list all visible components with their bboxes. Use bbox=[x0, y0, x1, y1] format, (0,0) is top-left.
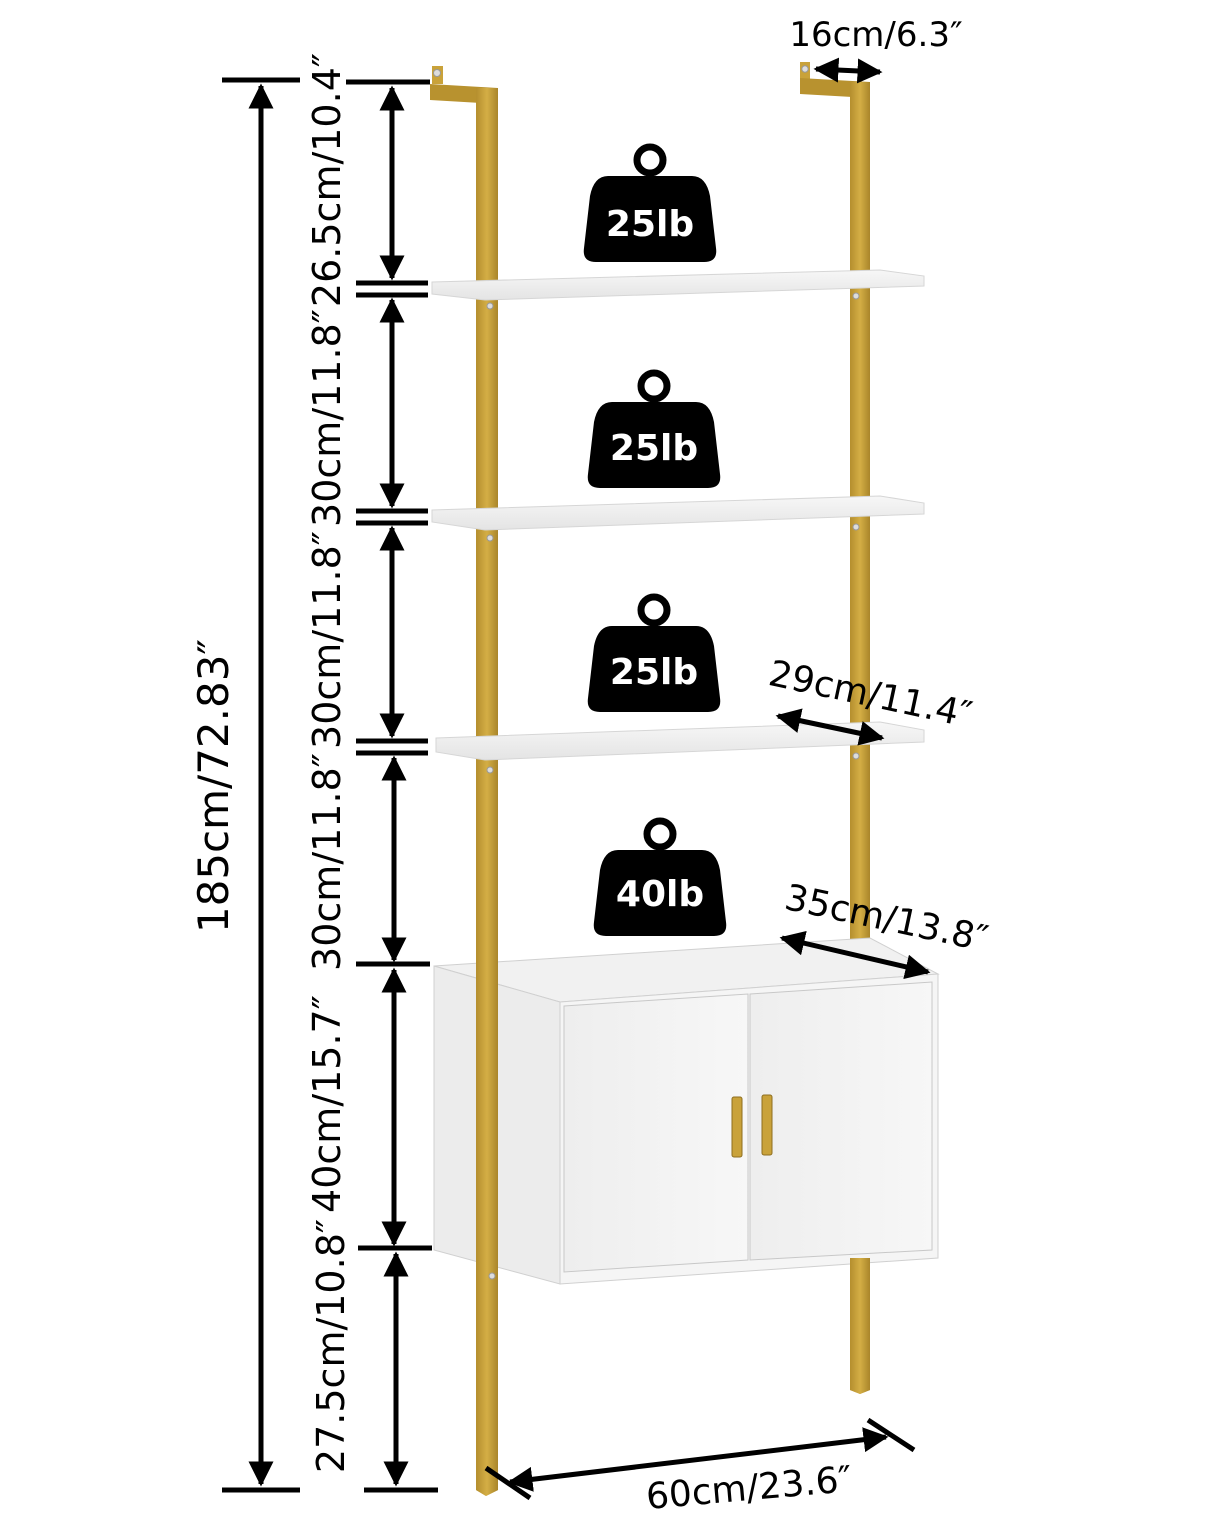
load-capacity-label: 40lb bbox=[616, 874, 704, 915]
weight-icon bbox=[637, 593, 671, 627]
bracket-depth-label: 16cm/6.3″ bbox=[789, 15, 962, 55]
weight-icon bbox=[643, 817, 677, 851]
width-label: 60cm/23.6″ bbox=[644, 1459, 853, 1518]
width-dimension bbox=[484, 1417, 916, 1501]
cabinet-door-left[interactable] bbox=[563, 993, 749, 1273]
weight-badge-shelf-1: 25lb bbox=[583, 143, 717, 262]
cabinet-depth-dimension bbox=[779, 930, 931, 980]
cabinet-height-label: 40cm/15.7″ bbox=[305, 995, 349, 1213]
bracket-depth-dimension bbox=[813, 57, 883, 84]
door-handle-right[interactable] bbox=[761, 1094, 773, 1156]
weight-badge-shelf-2: 25lb bbox=[587, 369, 721, 488]
weight-icon bbox=[637, 369, 671, 403]
shelf-1 bbox=[431, 269, 925, 310]
screw-icon bbox=[801, 65, 809, 73]
cabinet bbox=[433, 937, 940, 1496]
total-height-dimension bbox=[222, 77, 300, 1493]
top-section-label: 26.5cm/10.4″ bbox=[305, 53, 349, 307]
shelf-gap-3-label: 30cm/11.8″ bbox=[305, 753, 349, 971]
weight-badge-cabinet: 40lb bbox=[593, 817, 727, 936]
shelf-depth-dimension bbox=[775, 708, 885, 746]
weight-badge-shelf-3: 25lb bbox=[587, 593, 721, 712]
screw-icon bbox=[433, 69, 441, 77]
load-capacity-label: 25lb bbox=[606, 204, 694, 245]
shelf-gap-1-label: 30cm/11.8″ bbox=[305, 309, 349, 527]
shelf-gap-2-label: 30cm/11.8″ bbox=[305, 531, 349, 749]
load-capacity-label: 25lb bbox=[610, 652, 698, 693]
shelf-2 bbox=[431, 495, 925, 542]
load-capacity-label: 25lb bbox=[610, 428, 698, 469]
section-dimensions bbox=[346, 79, 438, 1493]
total-height-label: 185cm/72.83″ bbox=[189, 639, 238, 933]
cabinet-door-right[interactable] bbox=[749, 981, 933, 1261]
door-handle-left[interactable] bbox=[731, 1096, 743, 1158]
bottom-legs-label: 27.5cm/10.8″ bbox=[309, 1219, 353, 1473]
weight-icon bbox=[633, 143, 667, 177]
